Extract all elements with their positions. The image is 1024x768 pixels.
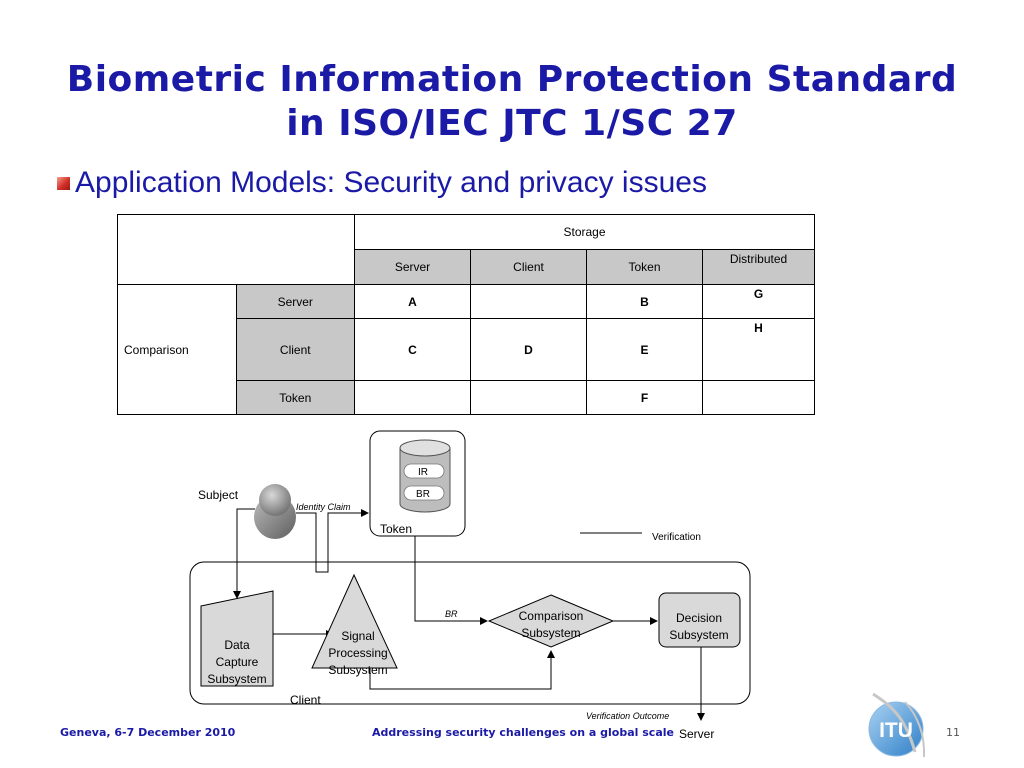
comparison-subsystem — [487, 594, 615, 648]
client-container — [189, 561, 751, 705]
client-label: Client — [290, 693, 321, 707]
verification-outcome-label: Verification Outcome — [586, 711, 669, 721]
decision-subsystem — [658, 592, 741, 648]
db-record-ir — [403, 463, 445, 479]
data-capture-subsystem — [200, 590, 274, 687]
signal-processing-line-2: Processing — [328, 646, 387, 660]
storage-col-token: Token — [586, 249, 703, 285]
token-container — [369, 430, 466, 537]
decision-line-1: Decision — [676, 611, 722, 625]
cell-empty — [470, 284, 587, 319]
page-number: 11 — [946, 726, 960, 739]
signal-processing-subsystem — [311, 573, 398, 669]
person-icon — [254, 484, 296, 539]
db-record-br-label: BR — [416, 489, 430, 500]
db-record-br — [403, 485, 445, 501]
cell-empty — [702, 380, 815, 415]
comparison-line-1: Comparison — [519, 609, 584, 623]
cell-empty — [354, 380, 471, 415]
identity-claim-label: Identity Claim — [296, 502, 351, 512]
token-to-comparison-arrow — [414, 536, 488, 625]
bullet-square-icon — [57, 176, 70, 190]
comparison-row-client: Client — [235, 318, 355, 381]
identity-claim-arrow — [296, 509, 369, 573]
slide-title: Biometric Information Protection Standar… — [0, 58, 1024, 146]
footer-center: Addressing security challenges on a glob… — [372, 726, 674, 739]
br-arrow-label: BR — [445, 609, 458, 619]
subject-label: Subject — [198, 488, 239, 502]
token-label: Token — [380, 522, 412, 536]
comparison-row-server: Server — [235, 284, 355, 319]
signal-processing-line-1: Signal — [341, 629, 374, 643]
bullet-row: Application Models: Security and privacy… — [57, 166, 707, 200]
comparison-header: Comparison — [117, 284, 237, 415]
verification-legend-label: Verification — [652, 532, 701, 543]
storage-header: Storage — [354, 214, 815, 250]
database-icon — [399, 439, 451, 513]
data-capture-line-2: Capture — [216, 655, 259, 669]
itu-logo-text: ITU — [879, 719, 913, 742]
comparison-row-token: Token — [235, 380, 355, 415]
storage-col-distributed: Distributed — [702, 249, 815, 285]
cell-h: H — [702, 318, 815, 381]
bullet-text: Application Models: Security and privacy… — [75, 166, 707, 199]
comparison-line-2: Subsystem — [521, 626, 580, 640]
data-capture-line-3: Subsystem — [207, 672, 266, 686]
data-capture-line-1: Data — [224, 638, 250, 652]
cell-c: C — [354, 318, 471, 381]
signal-processing-line-3: Subsystem — [328, 663, 387, 677]
subject-to-capture-arrow — [233, 508, 255, 599]
processing-to-comparison-arrow — [369, 650, 555, 690]
cell-empty — [470, 380, 587, 415]
storage-col-client: Client — [470, 249, 587, 285]
slide-title-line-1: Biometric Information Protection Standar… — [66, 59, 958, 100]
slide-title-line-2: in ISO/IEC JTC 1/SC 27 — [286, 103, 738, 144]
server-label: Server — [679, 727, 714, 741]
footer-left: Geneva, 6-7 December 2010 — [60, 726, 236, 739]
cell-f: F — [586, 380, 703, 415]
decision-line-2: Subsystem — [669, 628, 728, 642]
db-record-ir-label: IR — [418, 467, 428, 478]
itu-logo: ITU — [868, 692, 926, 758]
application-model-table: Storage Server Client Token Distributed … — [117, 214, 815, 415]
